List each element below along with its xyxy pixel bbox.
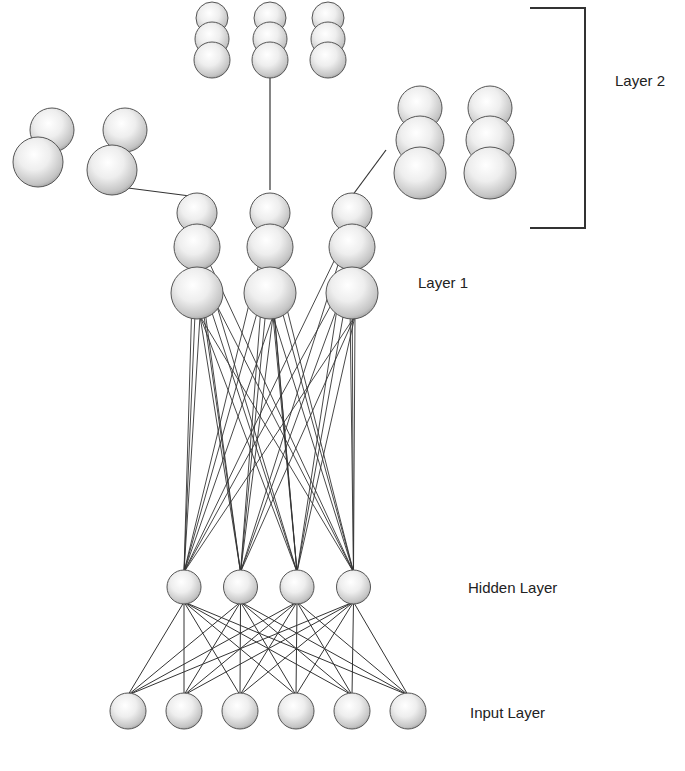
- layer-label: Layer 1: [418, 274, 468, 291]
- neuron-sphere: [224, 570, 258, 604]
- layer-label: Input Layer: [470, 704, 545, 721]
- connection-line: [241, 316, 356, 572]
- layer-label: Layer 2: [615, 72, 665, 89]
- connection-line: [184, 602, 352, 695]
- connection-line: [352, 150, 386, 196]
- connection-line: [241, 316, 274, 572]
- neuron-sphere: [310, 42, 346, 78]
- connection-line: [184, 602, 241, 695]
- neuron-sphere: [167, 570, 201, 604]
- connection-line: [200, 316, 354, 572]
- neuron-sphere: [247, 224, 293, 270]
- connection-line: [184, 602, 240, 695]
- connection-line: [241, 602, 409, 695]
- neuron-sphere: [390, 693, 426, 729]
- layer-bracket: [530, 8, 585, 228]
- neuron-sphere: [174, 224, 220, 270]
- neuron-sphere: [166, 693, 202, 729]
- layer-label: Hidden Layer: [468, 579, 557, 596]
- neuron-sphere: [326, 267, 378, 319]
- connection-line: [184, 602, 408, 695]
- connection-line: [128, 602, 241, 695]
- connection-line: [184, 602, 354, 695]
- connection-line: [200, 316, 241, 572]
- connection-line: [197, 267, 354, 572]
- neuron-sphere: [252, 42, 288, 78]
- neuron-sphere: [337, 570, 371, 604]
- neuron-sphere: [394, 147, 446, 199]
- connection-line: [200, 316, 297, 572]
- neuron-sphere: [194, 42, 230, 78]
- connection-line: [128, 602, 184, 695]
- connection-line: [354, 602, 409, 695]
- connection-line: [297, 602, 408, 695]
- connection-line: [128, 188, 190, 196]
- connection-line: [273, 316, 354, 572]
- connection-line: [297, 316, 355, 572]
- neuron-sphere: [171, 267, 223, 319]
- neuron-sphere: [87, 145, 137, 195]
- neuron-sphere: [110, 693, 146, 729]
- connection-line: [184, 602, 296, 695]
- neuron-sphere: [13, 137, 63, 187]
- connection-line: [184, 602, 185, 695]
- connection-line: [269, 68, 270, 190]
- connection-line: [184, 602, 297, 695]
- neuron-sphere: [278, 693, 314, 729]
- connection-line: [128, 602, 297, 695]
- neuron-sphere: [222, 693, 258, 729]
- connection-line: [354, 316, 356, 572]
- neuron-sphere: [329, 224, 375, 270]
- neuron-sphere: [334, 693, 370, 729]
- neuron-sphere: [464, 147, 516, 199]
- connection-line: [184, 316, 273, 572]
- neuron-sphere: [244, 267, 296, 319]
- neuron-sphere: [280, 570, 314, 604]
- connection-line: [128, 602, 354, 695]
